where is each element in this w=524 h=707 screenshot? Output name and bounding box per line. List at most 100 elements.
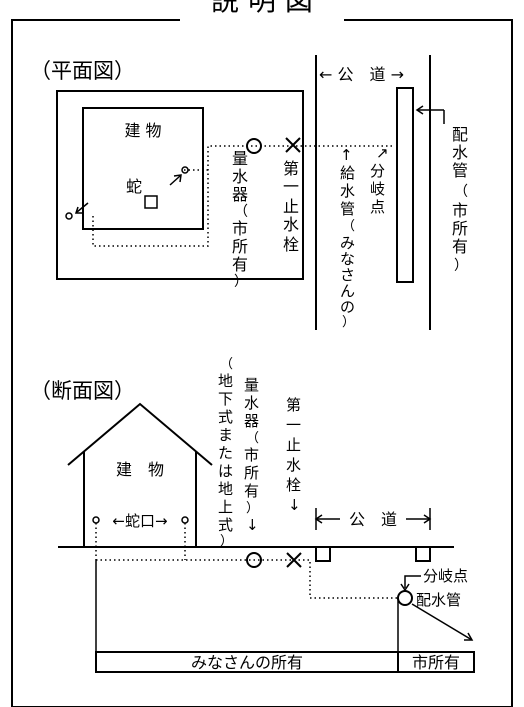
section-meter-type-char: 式 (218, 516, 233, 534)
section-meter-type-char: 地 (218, 372, 233, 390)
section-ownership-resident: みなさんの所有 (191, 653, 303, 672)
plan-meter-char: ） (234, 274, 248, 290)
plan-meter-char: 器 (232, 185, 248, 204)
section-stopcock-x2 (286, 552, 302, 568)
section-meter-char: ） (246, 501, 259, 516)
plan-supply-char: の (340, 298, 355, 316)
plan-stopcock-char: 栓 (283, 235, 299, 254)
plan-faucet-box (144, 195, 158, 209)
plan-faucet-right-point (181, 166, 189, 174)
section-faucet-left-point (92, 516, 100, 524)
section-stopcock-char: 止 (286, 436, 301, 454)
section-faucet-right-point (181, 516, 189, 524)
section-stopcock-char: 水 (286, 456, 301, 474)
plan-supply-char: み (340, 234, 355, 252)
section-building-label: 建 物 (116, 460, 164, 479)
plan-main-pipe-arrowhead (415, 105, 424, 115)
plan-property-boundary (56, 90, 304, 280)
plan-supply-char: （ (342, 219, 355, 234)
plan-main-char: 市 (452, 201, 468, 220)
plan-meter-char: 水 (232, 167, 248, 186)
section-road-arrowhead-left (314, 514, 323, 524)
section-road-label: 公 道 (349, 510, 397, 529)
plan-main-char: 有 (452, 237, 468, 256)
plan-stopcock-char: 第 (283, 159, 299, 178)
plan-supply-char: さ (340, 266, 355, 284)
plan-main-char: 管 (452, 161, 468, 180)
section-main-pipe-arrow (411, 603, 473, 641)
section-meter-char: （ (246, 431, 259, 446)
section-main-pipe-label: 配水管 (416, 591, 461, 609)
plan-faucet-label: 蛇 (126, 177, 142, 196)
section-meter-type-label: （ 地 下 式 ま た は 地 上 式 ） (218, 357, 233, 549)
plan-supply-char: ↑ (340, 146, 353, 164)
plan-meter-char: 量 (232, 149, 248, 168)
section-branch-label: 分岐点 (423, 567, 468, 585)
plan-supply-char: 水 (340, 182, 355, 200)
section-faucet-label: ←蛇口→ (112, 512, 167, 530)
plan-stopcock-x2 (285, 137, 301, 153)
plan-branch-char: 岐 (370, 180, 385, 198)
section-dotted-pipe (96, 559, 398, 599)
plan-main-pipe (396, 87, 414, 283)
plan-stopcock-char: 一 (283, 177, 299, 196)
section-meter-type-char: は (218, 462, 233, 480)
plan-stopcock-char: 水 (283, 215, 299, 234)
plan-road-label: ← 公 道 → (319, 65, 404, 84)
plan-branch-char: 点 (370, 198, 385, 216)
section-water-meter (246, 552, 262, 568)
plan-branch-char: ↗ (376, 144, 389, 162)
section-house-roof (67, 402, 213, 466)
plan-supply-char: 管 (340, 200, 355, 218)
plan-stopcock-char: 止 (283, 197, 299, 216)
section-meter-char: 所 (244, 464, 259, 482)
section-meter-type-char: ま (218, 426, 233, 444)
section-ownership-bar (95, 651, 475, 673)
plan-supply-char: ） (342, 315, 355, 330)
plan-dotted-pipe-main (92, 145, 395, 247)
plan-arrowhead-left (74, 206, 82, 214)
section-section-label: （断面図） (30, 379, 135, 403)
section-branch-arrowhead (400, 583, 410, 592)
section-stopcock-label: 第 一 止 水 栓 ↓ (286, 396, 301, 514)
plan-arrowhead-right (173, 174, 182, 183)
plan-supply-char: 給 (340, 164, 355, 182)
plan-main-pipe-label: 配 水 管 （ 市 所 有 ） (452, 125, 468, 274)
plan-main-char: 所 (452, 219, 468, 238)
section-meter-char: 有 (244, 482, 259, 500)
plan-supply-char: な (340, 250, 355, 268)
plan-branch-label: ↗ 分 岐 点 (370, 144, 389, 216)
section-main-pipe-circle (397, 590, 413, 606)
section-meter-label: 量 水 器 （ 市 所 有 ） ↓ (244, 376, 259, 534)
section-meter-char: ↓ (246, 516, 259, 534)
plan-main-char: 配 (452, 125, 468, 144)
section-meter-type-char: ） (220, 534, 233, 549)
plan-section-label: （平面図） (30, 59, 135, 83)
plan-branch-char: 分 (370, 162, 385, 180)
plan-building (82, 107, 204, 230)
section-meter-char: 量 (244, 376, 259, 394)
section-main-pipe-arrowhead (464, 632, 474, 641)
plan-meter-label: 量 水 器 （ 市 所 有 ） (232, 149, 248, 290)
plan-meter-char: 有 (232, 255, 248, 274)
section-stopcock-char: 一 (286, 416, 301, 434)
section-meter-char: 水 (244, 394, 259, 412)
plan-stopcock-label: 第 一 止 水 栓 (283, 159, 299, 254)
plan-arrow-right (169, 175, 181, 186)
plan-water-meter (246, 138, 262, 154)
section-road-arrowhead-right (423, 514, 432, 524)
section-road-marker-left (315, 546, 331, 562)
section-meter-type-char: 上 (218, 498, 233, 516)
section-meter-char: 市 (244, 446, 259, 464)
plan-faucet-left-point (65, 212, 73, 220)
plan-main-char: （ (454, 184, 468, 200)
section-stopcock-char: 第 (286, 396, 301, 414)
title-background (180, 0, 344, 26)
section-meter-type-char: （ (220, 357, 233, 372)
section-meter-type-char: 地 (218, 480, 233, 498)
section-meter-type-char: 下 (218, 390, 233, 408)
plan-meter-char: 所 (232, 237, 248, 256)
plan-arrow-left (76, 202, 89, 213)
